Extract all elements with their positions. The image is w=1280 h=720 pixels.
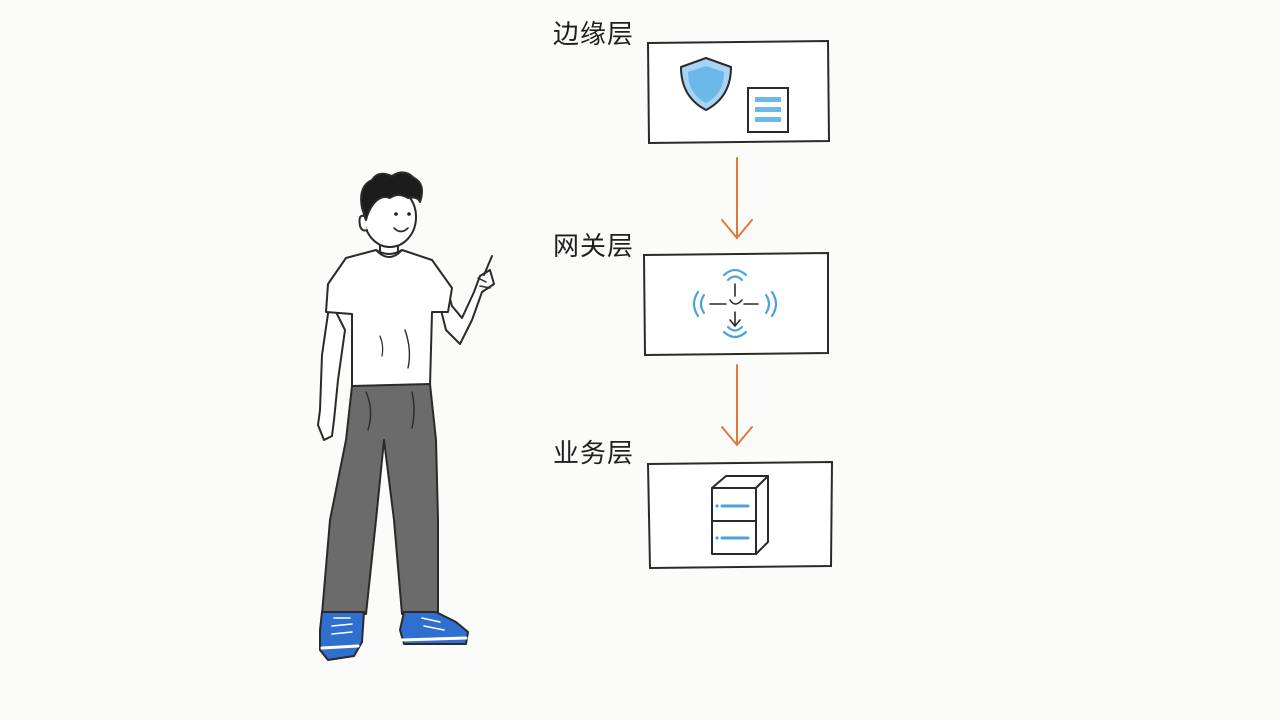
layer-label-gateway: 网关层 [553,232,635,262]
document-icon [747,87,789,133]
person-illustration [317,171,495,661]
layer-label-edge: 边缘层 [553,20,635,50]
network-hub-icon [692,268,778,339]
server-icon [711,475,769,555]
shield-icon [680,57,732,111]
arrow-gateway-to-business [721,364,753,447]
arrow-edge-to-gateway [721,157,753,240]
layer-box-edge [646,39,831,145]
layer-label-business: 业务层 [553,439,635,469]
layer-box-gateway [642,251,829,357]
layer-box-business [646,460,834,570]
